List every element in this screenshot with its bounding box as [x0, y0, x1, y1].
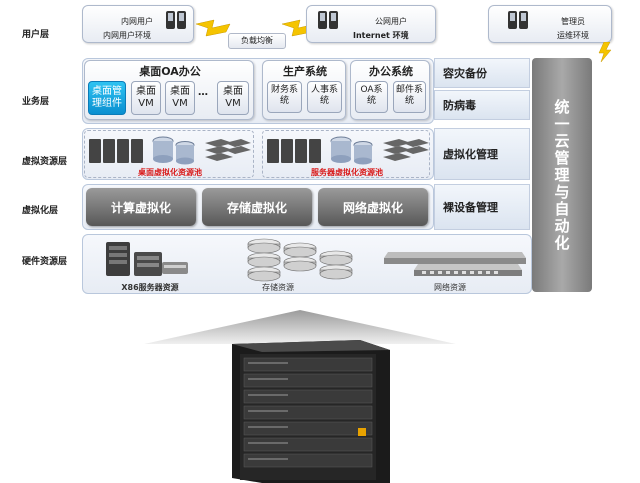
admin-label: 管理员 [561, 17, 585, 26]
mail-system: 邮件系统 [393, 81, 426, 113]
desktop-oa-title: 桌面OA办公 [139, 65, 201, 78]
user-terminal-icon [166, 11, 186, 29]
unified-cloud-management-panel: 统一云管理与自动化 [532, 58, 592, 292]
desktop-pool-label: 桌面虚拟化资源池 [138, 168, 202, 177]
network-resource-label: 网络资源 [434, 283, 466, 292]
antivirus: 防病毒 [434, 90, 530, 120]
server-pool-resources-icon [267, 136, 429, 165]
user-terminal-icon [508, 11, 528, 29]
internal-user-label: 内网用户 [121, 17, 153, 26]
production-system-group: 生产系统 财务系统 人事系统 [262, 60, 346, 120]
compute-virtualization: 计算虚拟化 [86, 188, 196, 226]
desktop-oa-group: 桌面OA办公 桌面管理组件 桌面VM 桌面VM … 桌面VM [84, 60, 254, 120]
server-pool-label: 服务器虚拟化资源池 [311, 168, 383, 177]
user-terminal-icon [318, 11, 338, 29]
lightning-small-icon [598, 42, 612, 62]
ellipsis: … [198, 87, 208, 98]
admin-card: 管理员 运维环境 [488, 5, 612, 43]
layer-label-virtualization: 虚拟化层 [22, 206, 59, 216]
hr-system: 人事系统 [307, 81, 342, 113]
layer-label-business: 业务层 [22, 97, 50, 107]
up-arrow-icon [144, 310, 456, 344]
unified-cloud-management-label: 统一云管理与自动化 [552, 98, 571, 252]
ops-env-label: 运维环境 [557, 31, 589, 40]
desktop-management-component: 桌面管理组件 [88, 81, 126, 115]
bare-metal-management: 裸设备管理 [434, 184, 530, 230]
layer-label-user: 用户层 [22, 30, 50, 40]
desktop-vm-2: 桌面VM [165, 81, 195, 115]
office-system-group: 办公系统 OA系统 邮件系统 [350, 60, 430, 120]
internal-env-label: 内网用户环境 [103, 31, 151, 40]
layer-label-hardware: 硬件资源层 [22, 257, 68, 267]
server-cabinet-icon [232, 340, 390, 483]
x86-server-label: X86服务器资源 [121, 283, 179, 292]
storage-virtualization: 存储虚拟化 [202, 188, 312, 226]
desktop-pool-box: 桌面虚拟化资源池 [84, 130, 254, 178]
virtualization-management: 虚拟化管理 [434, 128, 530, 180]
office-system-title: 办公系统 [369, 65, 413, 78]
desktop-vm-3: 桌面VM [217, 81, 249, 115]
desktop-pool-resources-icon [89, 136, 251, 165]
public-user-label: 公网用户 [375, 17, 407, 26]
oa-system: OA系统 [355, 81, 388, 113]
network-virtualization: 网络虚拟化 [318, 188, 428, 226]
public-user-card: 公网用户 Internet 环境 [306, 5, 436, 43]
load-balancer: 负载均衡 [228, 33, 286, 49]
production-system-title: 生产系统 [283, 65, 327, 78]
internet-env-label: Internet 环境 [353, 31, 409, 40]
internal-user-card: 内网用户 内网用户环境 [82, 5, 194, 43]
layer-label-virtual-resource: 虚拟资源层 [22, 157, 68, 167]
x86-server-icon [106, 242, 188, 276]
storage-disks-icon [247, 238, 353, 282]
storage-resource-label: 存储资源 [262, 283, 294, 292]
finance-system: 财务系统 [267, 81, 302, 113]
disaster-backup: 容灾备份 [434, 58, 530, 88]
server-pool-box: 服务器虚拟化资源池 [262, 130, 430, 178]
network-switch-icon [384, 252, 526, 276]
desktop-vm-1: 桌面VM [131, 81, 161, 115]
